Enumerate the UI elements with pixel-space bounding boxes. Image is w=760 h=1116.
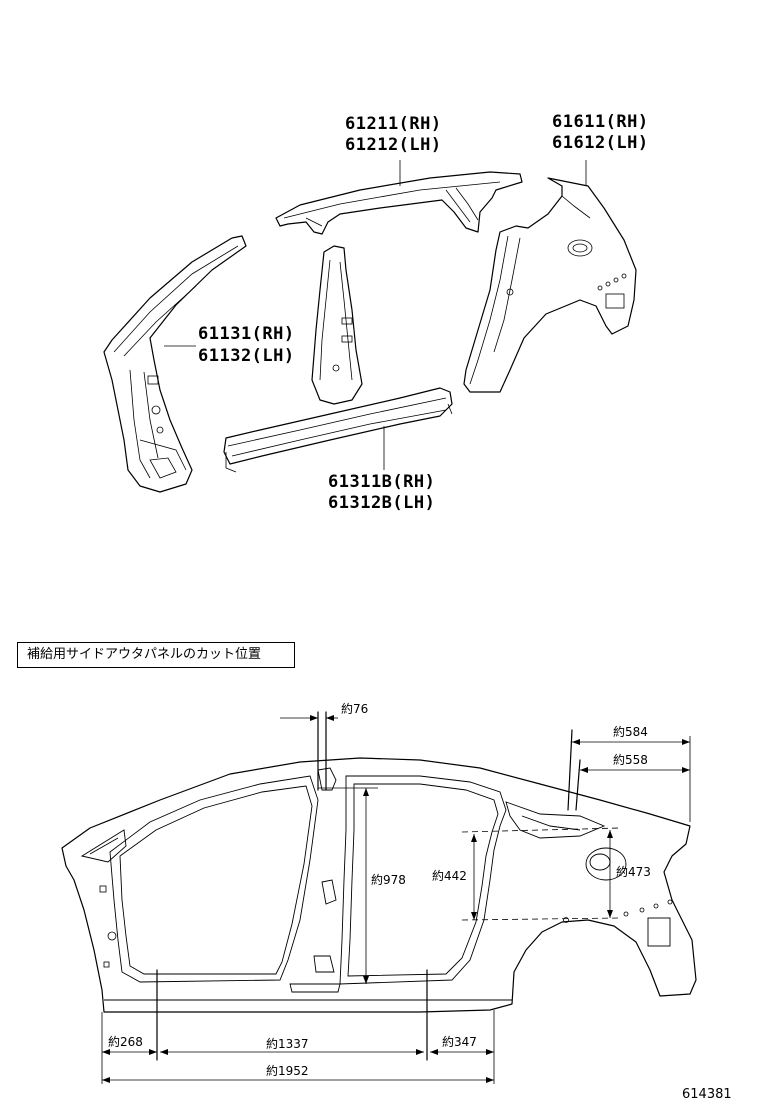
label-61312b: 61312B(LH) [328,493,435,513]
dimension-lines [101,715,691,1084]
assembled-side-panel [61,757,697,1013]
label-61211: 61211(RH) [345,114,442,134]
dim-442: 約442 [432,868,467,883]
cut-position-caption: 補給用サイドアウタパネルのカット位置 [17,642,295,668]
dim-1952: 約1952 [266,1063,309,1078]
roof-rail-part [275,171,523,235]
dim-1337: 約1337 [266,1036,309,1051]
dim-584: 約584 [613,724,648,739]
quarter-panel-part [463,177,637,393]
figure-number: 614381 [682,1087,732,1102]
dim-558: 約558 [613,752,648,767]
label-61131: 61131(RH) [198,324,295,344]
label-61212: 61212(LH) [345,135,442,155]
dim-76: 約76 [341,701,368,716]
label-61132: 61132(LH) [198,346,295,366]
cut-lines [156,711,621,1061]
dim-347: 約347 [442,1034,477,1049]
label-61311b: 61311B(RH) [328,472,435,492]
dim-268: 約268 [108,1034,143,1049]
dim-473: 約473 [616,864,651,879]
label-61612: 61612(LH) [552,133,649,153]
front-pillar-part [103,235,247,493]
label-61611: 61611(RH) [552,112,649,132]
center-pillar-rocker-part [223,245,453,473]
dim-978: 約978 [371,872,406,887]
